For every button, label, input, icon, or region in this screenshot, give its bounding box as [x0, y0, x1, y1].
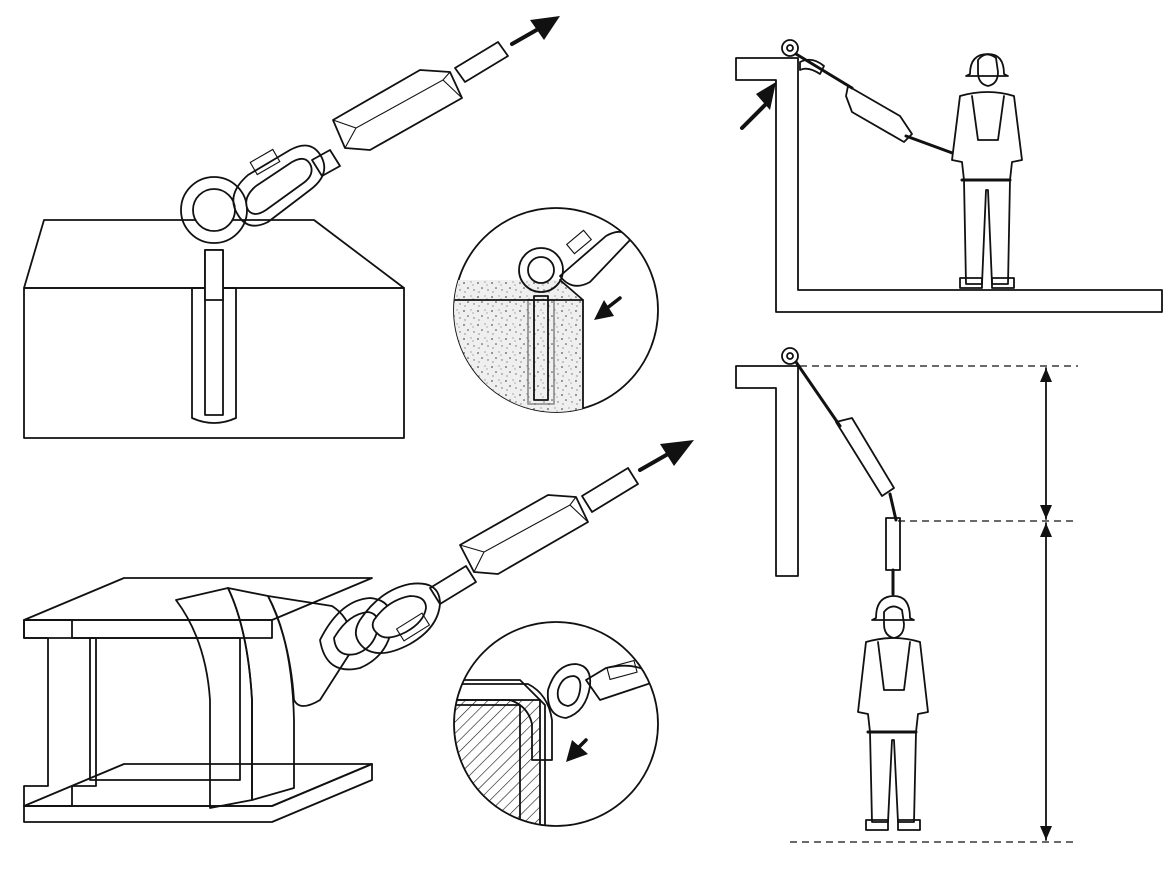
- beam-sling-anchor: [23, 440, 694, 823]
- concrete-block-front: [23, 287, 405, 439]
- helmet-icon: [965, 53, 1009, 77]
- eyebolt-in-concrete: [23, 16, 560, 439]
- arrow-icon: [660, 440, 694, 466]
- beam-edge-detail: [453, 621, 659, 827]
- arrow-icon: [566, 740, 588, 762]
- wall-profile: [735, 365, 799, 577]
- energy-absorber-icon: [459, 494, 589, 575]
- worker-fall-clearance: [735, 347, 1078, 843]
- arrow-icon: [530, 16, 560, 40]
- eyebolt-edge-detail: [453, 207, 659, 413]
- i-beam-top-flange: [23, 577, 373, 621]
- energy-absorber-icon: [332, 69, 463, 151]
- helmet-icon: [871, 595, 915, 621]
- wall-and-floor: [735, 57, 1163, 313]
- worker-icon: [857, 595, 929, 831]
- worker-icon: [951, 53, 1023, 289]
- carabiner-icon: [232, 144, 326, 227]
- arrow-icon: [594, 300, 614, 320]
- worker-anchored-at-edge: [735, 39, 1163, 313]
- arrow-icon: [756, 82, 776, 110]
- carabiner-icon: [319, 582, 441, 671]
